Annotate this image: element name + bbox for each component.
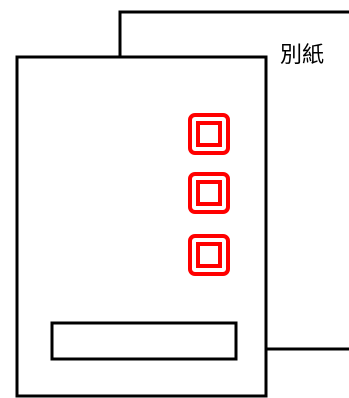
- stamp-mark-2: [188, 172, 230, 214]
- stamp-mark-1: [188, 113, 230, 155]
- stamp-mark-3: [188, 234, 230, 276]
- attachment-sheet-label: 別紙: [280, 43, 324, 68]
- front-document: [15, 55, 268, 398]
- stamp-marks: [188, 113, 230, 276]
- attachment-sheet-top-edge: [118, 10, 349, 57]
- attachment-sheet: 別紙: [118, 10, 349, 351]
- bottom-field-box: [50, 321, 238, 361]
